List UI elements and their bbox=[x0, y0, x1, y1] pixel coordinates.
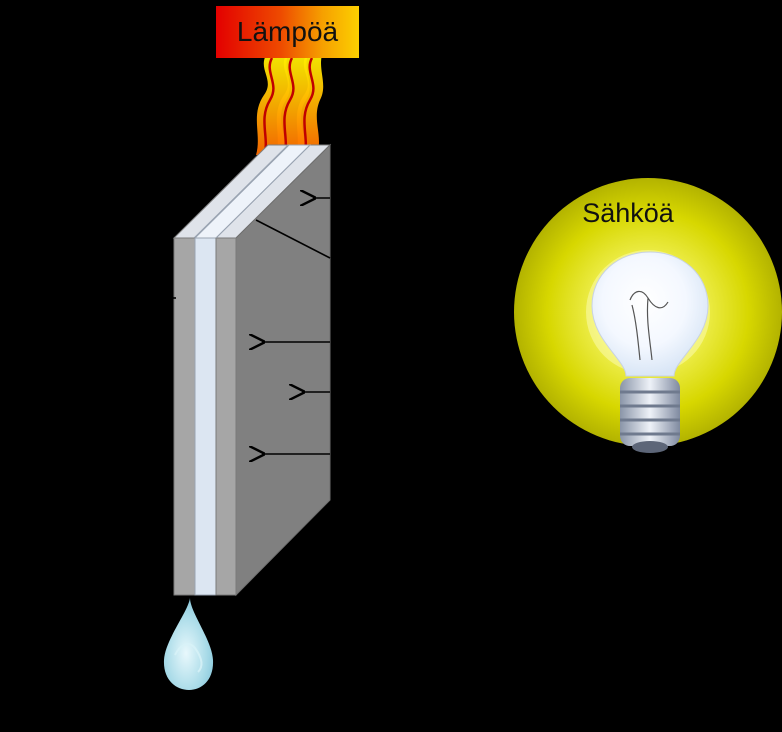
electrolyte-layer bbox=[194, 237, 217, 596]
leader-line bbox=[255, 219, 331, 259]
heat-box: Lämpöä bbox=[216, 6, 359, 58]
heat-waves-icon bbox=[256, 55, 324, 157]
heat-label: Lämpöä bbox=[236, 16, 339, 47]
cathode-layer bbox=[215, 237, 237, 596]
anode-layer bbox=[173, 237, 196, 596]
water-drop-icon bbox=[163, 596, 214, 690]
light-bulb-icon bbox=[514, 178, 782, 453]
fuel-cell-stack bbox=[172, 143, 332, 597]
electricity-label: Sähköä bbox=[582, 198, 674, 228]
